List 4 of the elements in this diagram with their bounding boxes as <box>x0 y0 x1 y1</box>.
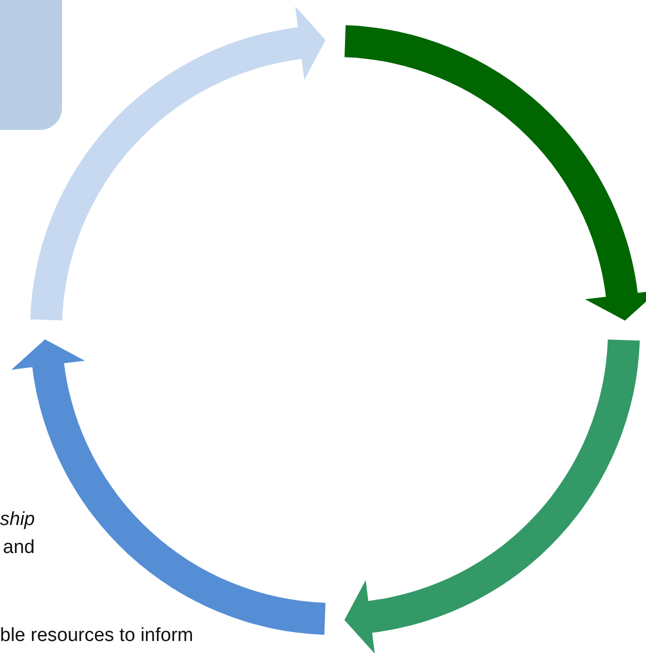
rounded-panel <box>0 0 62 130</box>
text-fragment: ble resources to inform <box>0 625 194 647</box>
text-fragment: and <box>3 537 35 559</box>
text-fragment: ship <box>0 509 35 531</box>
